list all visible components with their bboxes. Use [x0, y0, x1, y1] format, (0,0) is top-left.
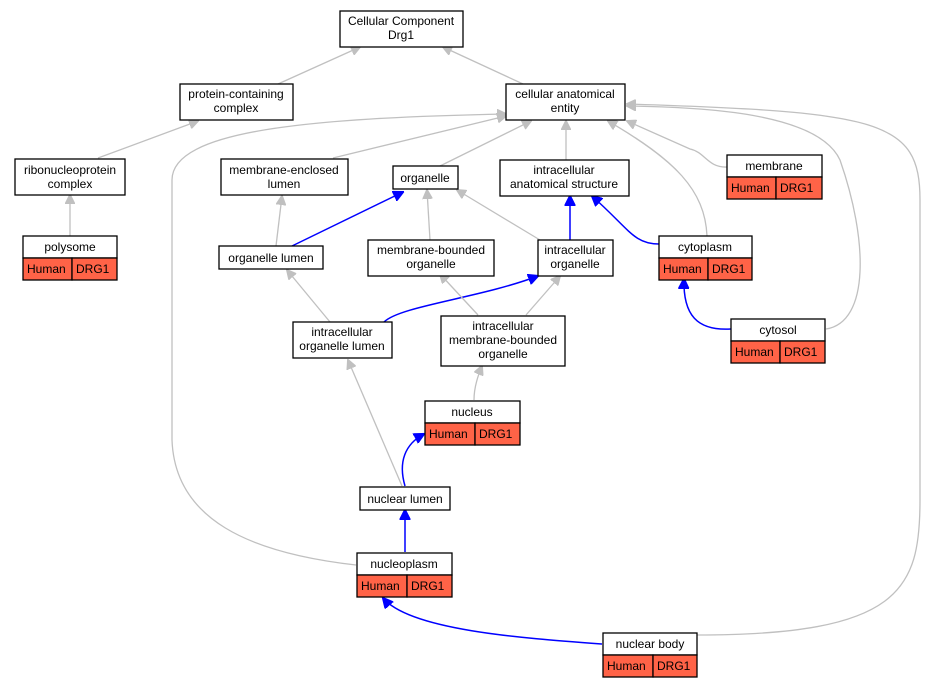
node-label-line: intracellular — [544, 243, 605, 257]
node-label-line: complex — [48, 177, 93, 191]
gene-tag-text: DRG1 — [76, 262, 110, 276]
edge-cytosol-to-cytoplasm — [684, 279, 732, 330]
annotation-tag-gene — [779, 340, 826, 364]
go-node-cytosol[interactable]: cytosol Human DRG1 — [730, 318, 826, 364]
node-label-line: complex — [214, 101, 259, 115]
edge-ribonucleo-to-protein-complex — [97, 121, 198, 159]
gene-tag-text: DRG1 — [780, 181, 814, 195]
edge-cytoplasm-to-intracell-anat — [592, 196, 660, 245]
go-node-membrane-enclosed-lumen[interactable]: membrane-enclosed lumen — [220, 158, 349, 196]
node-label-line: organelle — [478, 347, 528, 361]
edge-organelle-lumen-to-membrane-lumen — [275, 196, 282, 247]
node-label-line: membrane-bounded — [377, 243, 485, 257]
edge-intracell-mem-bounded-to-membrane-bounded — [440, 274, 479, 316]
edge-nuclear-lumen-to-nucleus — [401, 434, 424, 487]
go-node-ribonucleoprotein-complex[interactable]: ribonucleoprotein complex — [14, 158, 126, 196]
edge-cytoplasm-to-cell-anat — [608, 121, 708, 237]
gene-tag-text: DRG1 — [411, 579, 445, 593]
go-node-intracellular-organelle-lumen[interactable]: intracellular organelle lumen — [292, 321, 393, 359]
gene-tag-text: DRG1 — [784, 345, 818, 359]
node-label-line: Drg1 — [388, 28, 414, 42]
edge-intracell-mem-bounded-to-intracell-organelle — [525, 276, 560, 316]
edge-intracell-organelle-to-organelle — [457, 190, 541, 241]
gene-tag-text: DRG1 — [657, 659, 691, 673]
node-label-line: nuclear body — [616, 637, 685, 651]
node-label-line: intracellular — [533, 163, 594, 177]
edge-intracell-org-lumen-to-organelle-lumen — [287, 270, 331, 323]
node-label-line: Cellular Component — [348, 14, 455, 28]
species-tag-text: Human — [735, 345, 774, 359]
annotation-tag-gene — [71, 257, 118, 281]
species-tag-text: Human — [27, 262, 66, 276]
edge-nucleoplasm-to-cell-anat — [171, 114, 506, 566]
node-label-line: intracellular — [311, 325, 372, 339]
node-label-line: nucleoplasm — [370, 557, 437, 571]
edge-organelle-lumen-to-organelle — [291, 192, 403, 247]
node-label-line: organelle — [406, 257, 456, 271]
node-label-line: membrane-enclosed — [229, 163, 338, 177]
edge-nuclear-lumen-to-intracell-org-lumen — [348, 360, 403, 487]
go-node-polysome[interactable]: polysome Human DRG1 — [22, 235, 118, 281]
node-label-line: nuclear lumen — [367, 492, 442, 506]
node-label-line: ribonucleoprotein — [24, 163, 116, 177]
edge-organelle-to-cell-anat — [439, 121, 531, 167]
go-node-organelle-lumen[interactable]: organelle lumen — [218, 245, 324, 270]
node-label-line: cytosol — [759, 323, 796, 337]
annotation-tag-gene — [406, 574, 453, 598]
species-tag-text: Human — [607, 659, 646, 673]
edge-nucleus-to-intracell-mem-bounded — [473, 366, 482, 401]
go-node-cytoplasm[interactable]: cytoplasm Human DRG1 — [658, 235, 753, 281]
node-label-line: entity — [551, 101, 580, 115]
go-node-membrane-bounded-organelle[interactable]: membrane-bounded organelle — [367, 239, 495, 277]
edge-protein-complex-to-root — [277, 47, 360, 85]
annotation-tag-gene — [775, 176, 823, 200]
go-node-cellular-component[interactable]: Cellular Component Drg1 — [339, 10, 464, 48]
go-node-membrane[interactable]: membrane Human DRG1 — [726, 154, 823, 200]
node-label-line: organelle — [550, 257, 600, 271]
go-node-nuclear-body[interactable]: nuclear body Human DRG1 — [602, 632, 698, 678]
go-node-cellular-anatomical-entity[interactable]: cellular anatomical entity — [505, 83, 626, 121]
node-label-line: organelle — [400, 171, 450, 185]
edges — [70, 47, 921, 645]
edge-nuclear-body-to-cell-anat — [627, 104, 921, 636]
go-node-organelle[interactable]: organelle — [392, 165, 459, 190]
species-tag-text: Human — [429, 427, 468, 441]
node-label-line: membrane — [745, 159, 803, 173]
node-label-line: intracellular — [472, 319, 533, 333]
node-label-line: cellular anatomical — [515, 87, 614, 101]
edge-nuclear-body-to-nucleoplasm — [383, 598, 603, 645]
node-label-line: cytoplasm — [678, 240, 732, 254]
node-label-line: polysome — [44, 240, 96, 254]
edge-membrane-bounded-to-organelle — [427, 190, 430, 241]
edge-cytosol-to-cell-anat — [627, 106, 861, 330]
node-label-line: membrane-bounded — [449, 333, 557, 347]
edge-intracell-org-lumen-to-intracell-organelle — [383, 276, 538, 323]
species-tag-text: Human — [731, 181, 770, 195]
node-label-line: organelle lumen — [299, 339, 384, 353]
node-label-line: protein-containing — [188, 87, 283, 101]
edge-membrane-to-cell-anat — [627, 121, 728, 168]
gene-tag-text: DRG1 — [712, 262, 746, 276]
go-node-protein-containing-complex[interactable]: protein-containing complex — [179, 83, 294, 121]
node-label-line: lumen — [268, 177, 301, 191]
go-node-nucleoplasm[interactable]: nucleoplasm Human DRG1 — [356, 552, 453, 598]
node-label-line: organelle lumen — [228, 251, 313, 265]
species-tag-text: Human — [361, 579, 400, 593]
node-label-line: nucleus — [451, 405, 492, 419]
go-node-nuclear-lumen[interactable]: nuclear lumen — [359, 486, 451, 511]
go-node-nucleus[interactable]: nucleus Human DRG1 — [424, 400, 521, 446]
gene-tag-text: DRG1 — [479, 427, 513, 441]
annotation-tag-gene — [474, 422, 521, 446]
annotation-tag-gene — [707, 257, 753, 281]
go-node-intracellular-organelle[interactable]: intracellular organelle — [537, 239, 614, 277]
species-tag-text: Human — [663, 262, 702, 276]
edge-cell-anat-to-root — [443, 47, 524, 85]
annotation-tag-gene — [652, 654, 698, 678]
edge-membrane-lumen-to-cell-anat — [332, 116, 506, 159]
go-node-intracellular-anatomical-structure[interactable]: intracellular anatomical structure — [499, 159, 630, 197]
node-label-line: anatomical structure — [510, 177, 618, 191]
go-node-intracellular-membrane-bounded-organelle[interactable]: intracellular membrane-bounded organelle — [440, 315, 566, 367]
